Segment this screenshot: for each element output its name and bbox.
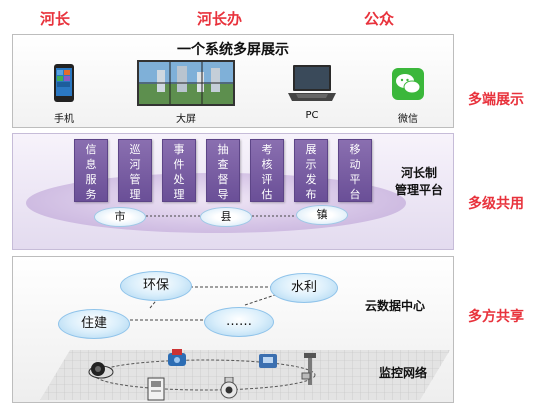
- display-title: 一个系统多屏展示: [177, 42, 289, 58]
- ptz-camera-icon: [218, 376, 240, 399]
- module-patrol-management[interactable]: 巡河管理: [118, 139, 152, 202]
- side-label-multi-display: 多端展示: [468, 92, 524, 108]
- side-label-multi-level: 多级共用: [468, 196, 524, 212]
- camera-dome-icon: [88, 360, 114, 380]
- station-cabinet-icon: [147, 377, 165, 401]
- module-event-handling[interactable]: 事件处理: [162, 139, 196, 202]
- module-assessment[interactable]: 考核评估: [250, 139, 284, 202]
- module-info-service[interactable]: 信息服务: [74, 139, 108, 202]
- platform-label-line1: 河长制: [400, 166, 437, 180]
- big-screen-icon: [137, 60, 235, 106]
- role-label-river-chief: 河长: [40, 10, 71, 28]
- side-label-multi-party: 多方共享: [468, 309, 524, 325]
- cloud-node-environment: 环保: [120, 271, 192, 301]
- module-mobile-platform[interactable]: 移动平台: [338, 139, 372, 202]
- phone-icon: [53, 63, 75, 103]
- module-inspection-supervision[interactable]: 抽查督导: [206, 139, 240, 202]
- platform-label: 河长制 管理平台: [390, 165, 448, 199]
- role-label-public: 公众: [364, 10, 395, 28]
- laptop-icon: [286, 63, 338, 105]
- device-caption-pc: PC: [305, 110, 319, 121]
- device-caption-wechat: 微信: [398, 114, 418, 125]
- role-label-river-office: 河长办: [197, 10, 243, 28]
- device-caption-phone: 手机: [54, 114, 74, 125]
- cloud-center-label: 云数据中心: [365, 299, 426, 313]
- cloud-node-more: ……: [204, 307, 274, 337]
- level-county: 县: [200, 207, 252, 227]
- platform-label-line2: 管理平台: [394, 183, 443, 197]
- level-city: 市: [94, 207, 146, 227]
- monitoring-network-label: 监控网络: [379, 366, 428, 380]
- cloud-node-construction: 住建: [58, 309, 130, 339]
- module-publish[interactable]: 展示发布: [294, 139, 328, 202]
- weather-station-icon: [300, 353, 320, 387]
- level-town: 镇: [296, 205, 348, 225]
- flow-meter-icon: [258, 352, 278, 370]
- device-caption-big-screen: 大屏: [176, 114, 196, 125]
- cloud-node-water: 水利: [270, 273, 338, 303]
- water-level-sensor-icon: [166, 349, 188, 369]
- wechat-icon: [392, 68, 424, 100]
